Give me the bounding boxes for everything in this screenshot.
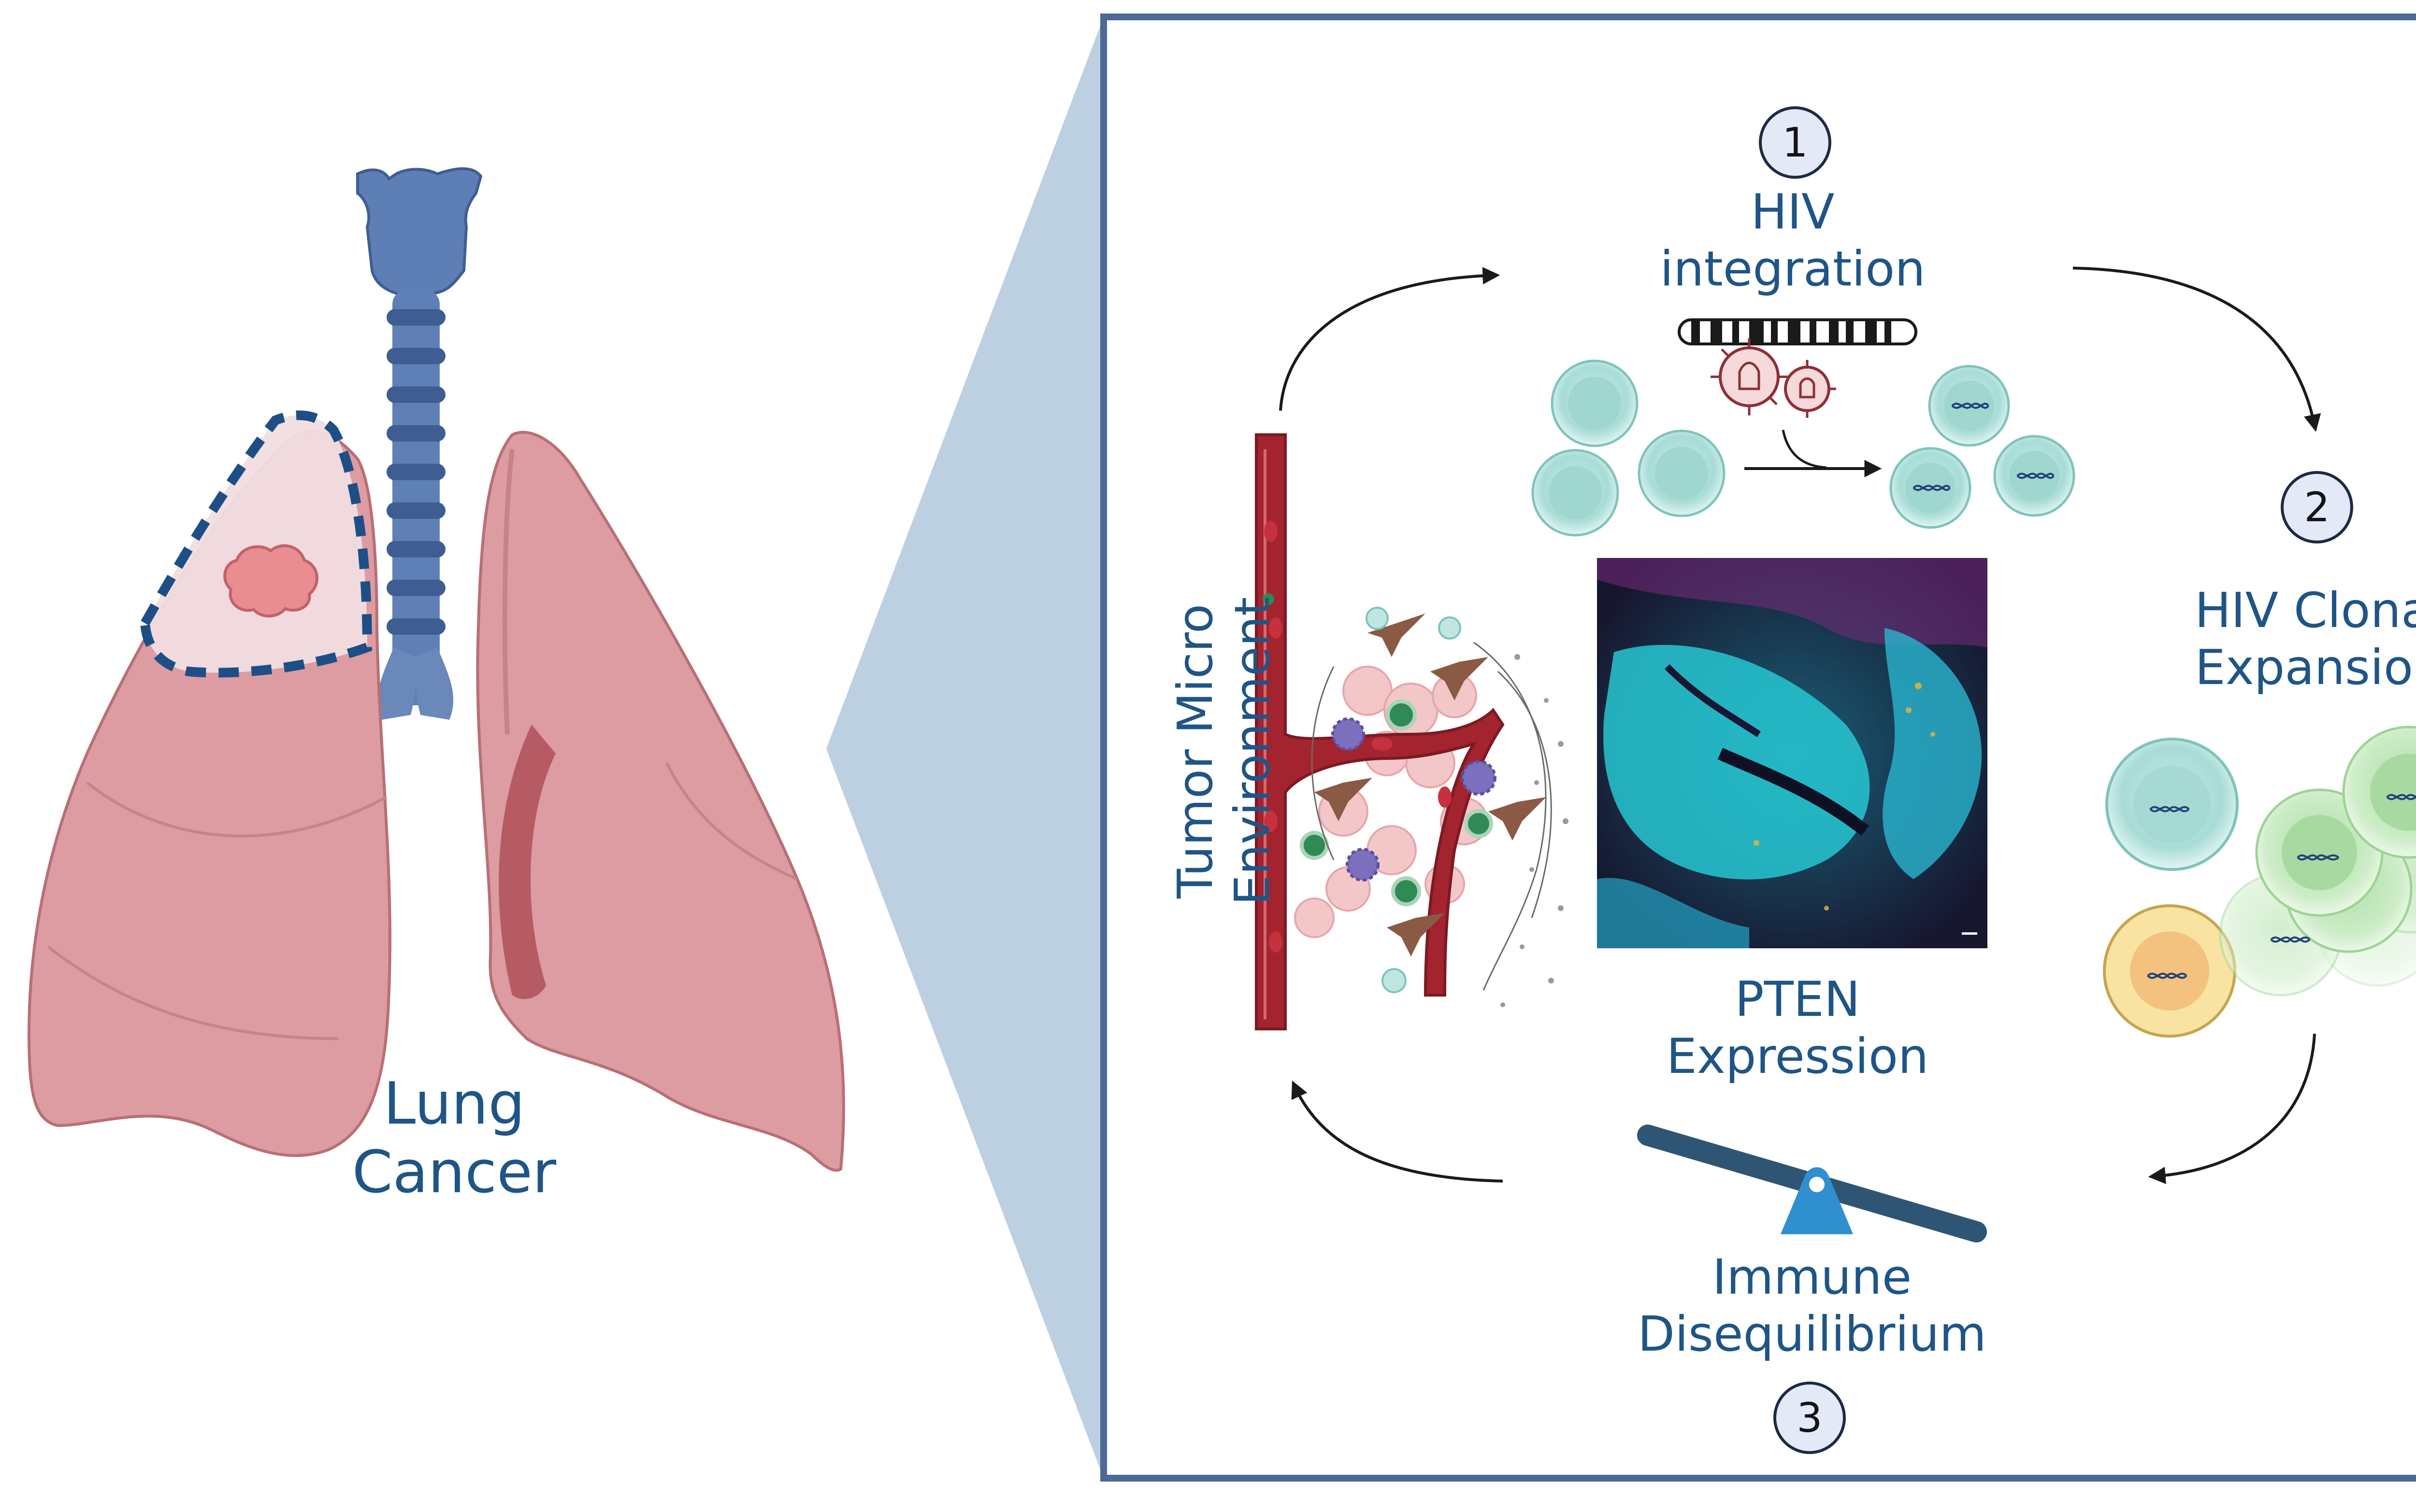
blood-vessel [1255,433,1505,1030]
arrow-integration-to-expansion [2072,267,2321,432]
step-2-label: HIV Clonal Expansion [2126,582,2416,696]
trachea [356,167,483,720]
fibroblast-icon [1314,613,1546,956]
step-1-badge: 1 [1759,106,1831,179]
pten-label-line2: Expression [1666,1028,1929,1084]
tme-label-line2: Environment [1224,597,1280,906]
step-3-badge: 3 [1773,1382,1846,1454]
tumor-region-outline [140,410,373,678]
tumor-microenvironment-graphic [1255,433,1568,1030]
step-2-badge: 2 [2281,471,2353,543]
pten-label-line1: PTEN [1735,971,1860,1027]
arrow-disequilibrium-to-tme [1291,1080,1503,1183]
step-1-label: HIV integration [1595,184,1991,298]
lung-cancer-label-line2: Cancer [352,1139,557,1206]
seesaw-icon [1637,1125,1987,1242]
lung-cancer-label-line1: Lung [383,1070,525,1138]
arrow-tme-to-integration [1279,267,1500,411]
infected-cell [1889,365,2075,529]
tumor-microenvironment-label: Tumor Micro Environment [1167,558,1281,944]
uninfected-cell [1531,359,1726,537]
step-1-label-line2: integration [1660,241,1926,297]
tme-label-line1: Tumor Micro [1167,604,1223,899]
step-1-label-line1: HIV [1751,184,1835,240]
pten-micrograph [1597,558,1987,948]
step-3-label-line2: Disequilibrium [1638,1306,1986,1362]
green-clone-cluster [2219,726,2416,997]
zoom-wedge [826,17,1104,1478]
lung-illustration [27,167,845,1172]
dna-icon [1913,402,2055,491]
step-2-label-line2: Expansion [2195,639,2416,696]
pten-expression-label: PTEN Expression [1609,971,1986,1085]
immune-cell-icon [1300,607,1496,993]
hiv-integration-graphic [1531,318,2075,537]
step-3-label-line1: Immune [1712,1249,1912,1305]
lung-cancer-label: Lung Cancer [300,1070,609,1207]
step-2-label-line1: HIV Clonal [2194,582,2416,639]
chromosome-icon [1678,318,1917,345]
stromal-fibres [1311,642,1552,991]
arrow-expansion-to-disequilibrium [2148,1033,2316,1184]
right-lung [476,430,845,1172]
clonal-expansion-graphic [2103,726,2416,1038]
cycle-arrows [1279,267,2321,1184]
tumor [223,544,318,618]
step-3-label: Immune Disequilibrium [1609,1249,2015,1363]
